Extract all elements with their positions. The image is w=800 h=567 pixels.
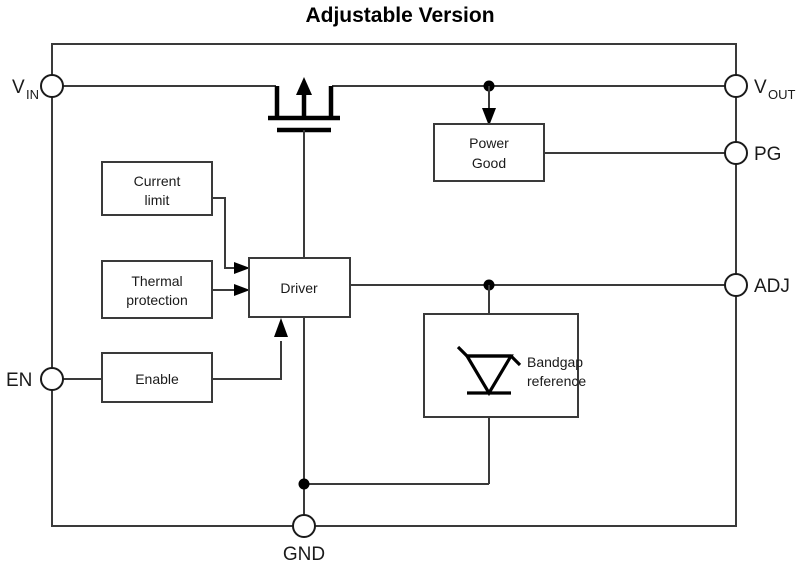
pin-label-vin-main: V bbox=[12, 77, 25, 98]
block-bandgap-line2: reference bbox=[527, 373, 586, 389]
arrowhead-into-powergood bbox=[482, 108, 496, 126]
diagram-title: Adjustable Version bbox=[0, 4, 800, 28]
terminal-en[interactable] bbox=[40, 367, 64, 391]
terminal-adj[interactable] bbox=[724, 273, 748, 297]
pin-label-en: EN bbox=[6, 370, 32, 391]
block-enable bbox=[101, 352, 213, 403]
block-bandgap-reference bbox=[423, 313, 579, 418]
terminal-vout[interactable] bbox=[724, 74, 748, 98]
block-current-limit-line1: Current bbox=[134, 173, 181, 189]
arrowhead-thermal-into-driver bbox=[234, 284, 250, 296]
arrowhead-enable-into-driver bbox=[274, 318, 288, 337]
arrowhead-current-limit-into-driver bbox=[234, 262, 250, 274]
block-current-limit-line2: limit bbox=[145, 192, 170, 208]
block-enable-line1: Enable bbox=[135, 371, 179, 387]
terminal-gnd[interactable] bbox=[292, 514, 316, 538]
pin-label-pg: PG bbox=[754, 144, 781, 165]
zener-diode-symbol bbox=[456, 345, 522, 397]
pin-label-vout-main: V bbox=[754, 77, 767, 98]
block-bandgap-line1: Bandgap bbox=[527, 354, 583, 370]
pin-label-vin: V IN bbox=[12, 77, 39, 102]
block-power-good-line2: Good bbox=[472, 155, 506, 171]
block-thermal-protection-line2: protection bbox=[126, 292, 187, 308]
diagram-title-text: Adjustable Version bbox=[305, 4, 495, 27]
block-thermal-protection bbox=[101, 260, 213, 319]
block-driver bbox=[248, 257, 351, 318]
block-power-good bbox=[433, 123, 545, 182]
pin-label-adj: ADJ bbox=[754, 276, 790, 297]
zener-wing-left bbox=[456, 345, 469, 358]
pin-label-vout-sub: OUT bbox=[768, 87, 796, 102]
junction-ground bbox=[298, 478, 310, 490]
pin-label-gnd: GND bbox=[283, 544, 325, 565]
pin-label-vout: V OUT bbox=[754, 77, 796, 102]
block-thermal-protection-line1: Thermal bbox=[131, 273, 182, 289]
block-current-limit bbox=[101, 161, 213, 216]
terminal-vin[interactable] bbox=[40, 74, 64, 98]
zener-wing-right bbox=[509, 354, 522, 367]
wire-enable-to-driver bbox=[212, 341, 282, 380]
block-power-good-line1: Power bbox=[469, 135, 509, 151]
wire-current-limit-to-driver bbox=[212, 197, 238, 269]
pin-label-vin-sub: IN bbox=[26, 87, 39, 102]
terminal-pg[interactable] bbox=[724, 141, 748, 165]
transistor-bulk-arrowhead bbox=[296, 77, 312, 95]
block-driver-label: Driver bbox=[280, 280, 318, 296]
